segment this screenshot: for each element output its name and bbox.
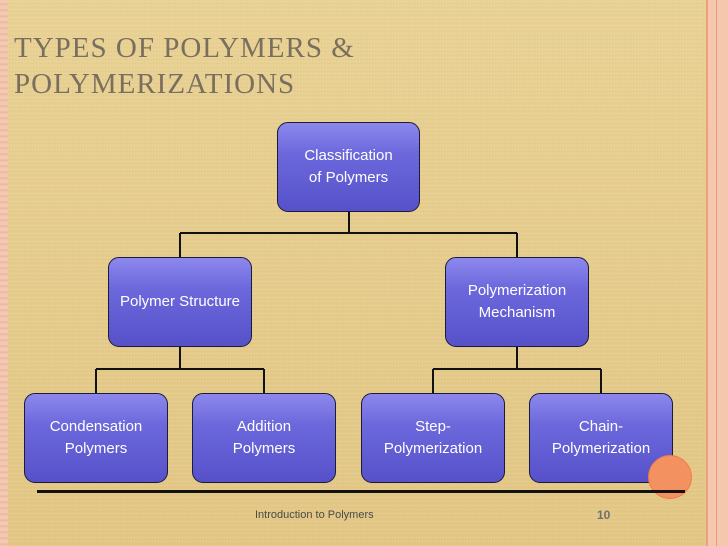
node-polymerization-mechanism: Polymerization Mechanism bbox=[445, 257, 589, 347]
slide-title-line-2: POLYMERIZATIONS bbox=[14, 68, 296, 100]
slide-title-line-1: TYPES OF POLYMERS & bbox=[14, 32, 355, 64]
page-number: 10 bbox=[597, 508, 611, 522]
right-border-line bbox=[716, 0, 717, 546]
node-step-polymerization: Step- Polymerization bbox=[361, 393, 505, 483]
node-condensation-polymers: Condensation Polymers bbox=[24, 393, 168, 483]
left-decorative-strip bbox=[0, 0, 8, 546]
node-polymer-structure: Polymer Structure bbox=[108, 257, 252, 347]
footer-text: Introduction to Polymers bbox=[255, 509, 374, 521]
footer-divider bbox=[37, 490, 685, 493]
node-classification-of-polymers: Classification of Polymers bbox=[277, 122, 420, 212]
node-addition-polymers: Addition Polymers bbox=[192, 393, 336, 483]
right-decorative-border bbox=[706, 0, 728, 546]
slide-title: TYPES OF POLYMERS & POLYMERIZATIONS bbox=[14, 30, 574, 102]
